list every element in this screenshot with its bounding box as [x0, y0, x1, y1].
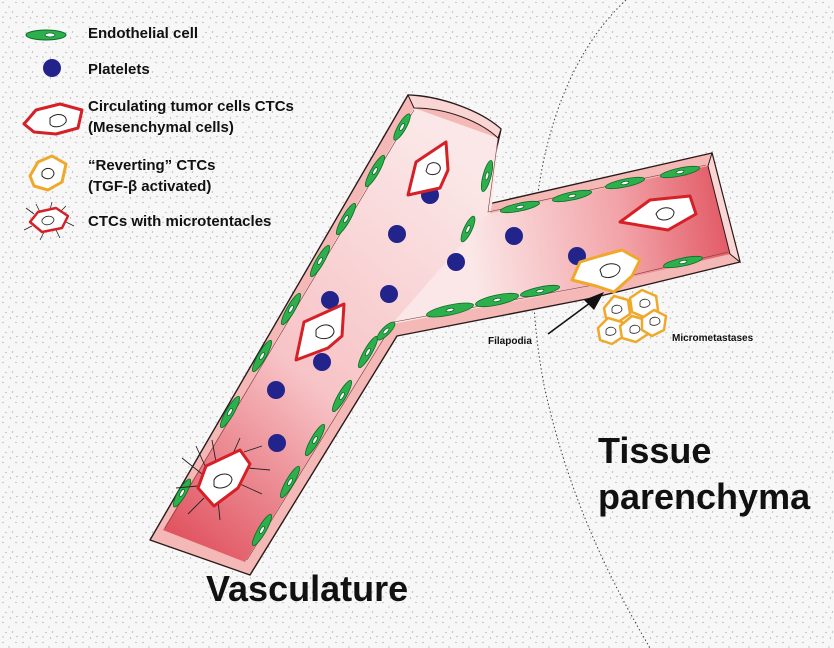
platelet [505, 227, 523, 245]
ctc-mesenchymal [294, 302, 346, 362]
endothelial-cell [475, 292, 519, 308]
tissue-label-line2: parenchyma [598, 476, 811, 517]
endothelial-cell [660, 165, 700, 179]
legend-microtentacles-icon [23, 201, 75, 241]
legend-platelets-label: Platelets [88, 61, 150, 78]
endothelial-cell [364, 154, 386, 188]
filapodia-label: Filapodia [488, 336, 532, 347]
ctc-microtentacles [175, 437, 271, 521]
endothelial-cell [663, 255, 703, 269]
legend-microtentacles-label: CTCs with microtentacles [88, 213, 272, 230]
endothelial-cell [552, 189, 592, 203]
ctc-reverting [596, 316, 626, 346]
ctc-mesenchymal [406, 140, 450, 197]
tissue-boundary-line [532, 0, 651, 648]
endothelial-cell [331, 379, 353, 413]
endothelial-cell [304, 423, 326, 457]
endothelial-cell [251, 513, 273, 547]
tissue-label-line1: Tissue [598, 430, 712, 471]
legend-ctc-icon [22, 102, 84, 136]
endothelial-cell [309, 244, 331, 278]
endothelial-cell [280, 292, 302, 326]
endothelial-cell [219, 395, 241, 429]
platelet [268, 434, 286, 452]
ctc-reverting [570, 248, 642, 294]
platelet [313, 353, 331, 371]
filapodia-arrow [547, 292, 604, 335]
endothelial-cells [172, 113, 703, 547]
ctc-mesenchymal [618, 194, 698, 232]
legend-platelet-icon [43, 59, 61, 77]
micrometastases-cluster [596, 288, 668, 346]
platelet [447, 253, 465, 271]
vessel-open-end-top [407, 94, 502, 139]
endothelial-cell [335, 202, 357, 236]
endothelial-cell [376, 321, 396, 341]
endothelial-cell [172, 478, 192, 508]
legend-reverting-label-line1: “Reverting” CTCs [88, 157, 216, 174]
platelet [388, 225, 406, 243]
platelet [380, 285, 398, 303]
platelet [267, 381, 285, 399]
legend-endothelial-label: Endothelial cell [88, 25, 199, 42]
legend-reverting-label-line2: (TGF-β activated) [88, 178, 212, 195]
micrometastases-label: Micrometastases [672, 333, 754, 344]
legend-ctc-label-line1: Circulating tumor cells CTCs [88, 98, 294, 115]
vasculature-label: Vasculature [206, 568, 409, 609]
endothelial-cell [393, 113, 411, 141]
endothelial-cell [605, 176, 645, 190]
ctc-reverting [602, 294, 632, 324]
legend-ctc-label-line2: (Mesenchymal cells) [88, 119, 234, 136]
platelet [321, 291, 339, 309]
ctc-reverting [640, 308, 668, 338]
endothelial-cell [520, 284, 560, 298]
endothelial-cell [480, 160, 494, 192]
endothelial-cell [500, 200, 540, 214]
legend-reverting-icon [28, 154, 68, 192]
endothelial-cell [251, 339, 273, 373]
legend-endothelial-icon [25, 29, 67, 41]
vessel-open-end-right [707, 151, 741, 264]
endothelial-cell [426, 302, 474, 318]
endothelial-cell [460, 215, 476, 243]
endothelial-cell [279, 465, 301, 499]
